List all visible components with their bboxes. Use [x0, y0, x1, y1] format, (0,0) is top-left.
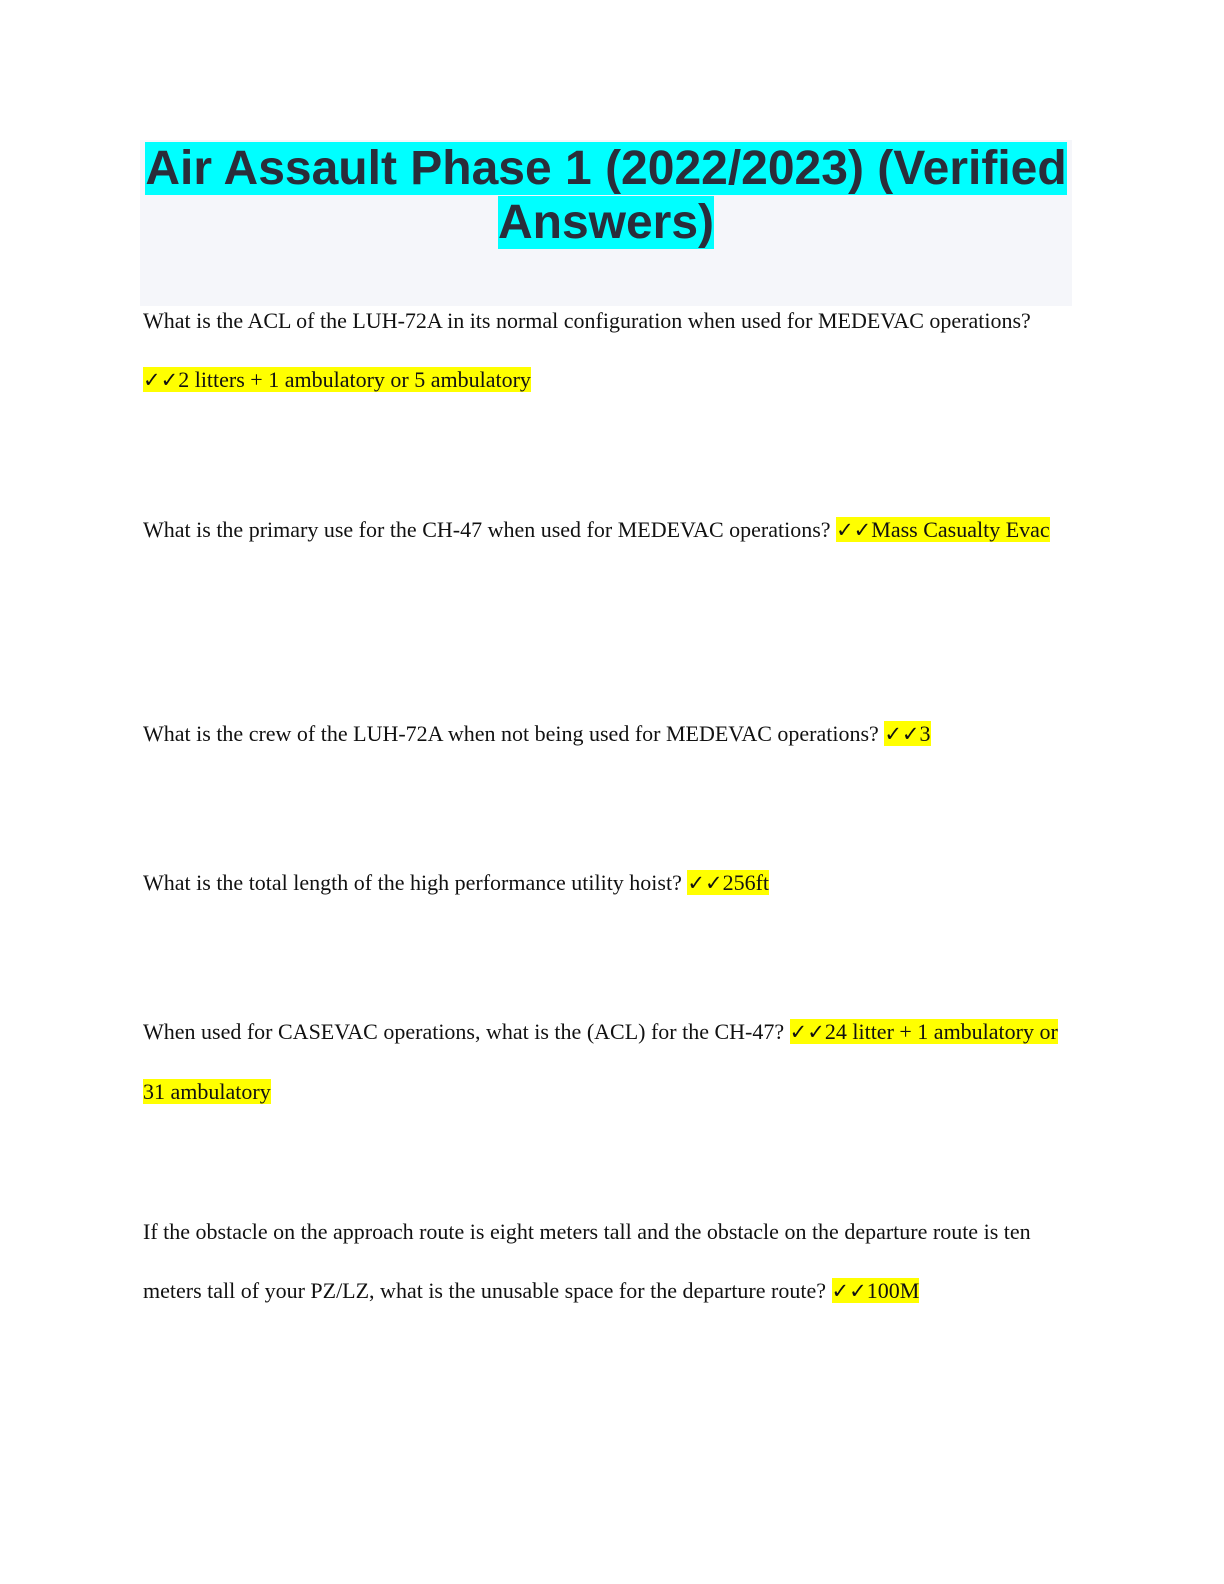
question-text: What is the total length of the high per…	[143, 870, 682, 895]
answer-text: Mass Casualty Evac	[871, 517, 1050, 542]
answer-text: 24 litter + 1 ambulatory or 31 ambulator…	[143, 1019, 1058, 1104]
answer-text: 100M	[866, 1278, 920, 1303]
check-mark-icon: ✓✓	[831, 1279, 867, 1303]
check-mark-icon: ✓✓	[789, 1020, 825, 1044]
document-title: Air Assault Phase 1 (2022/2023) (Verifie…	[140, 140, 1072, 250]
document-title-text: Air Assault Phase 1 (2022/2023) (Verifie…	[145, 142, 1067, 249]
question-text: What is the ACL of the LUH-72A in its no…	[143, 308, 1031, 333]
answer-text: 3	[919, 721, 931, 746]
qa-item: What is the total length of the high per…	[143, 853, 1078, 913]
check-mark-icon: ✓✓	[884, 722, 920, 746]
answer-highlight: ✓✓256ft	[687, 870, 770, 895]
answer-highlight: ✓✓2 litters + 1 ambulatory or 5 ambulato…	[143, 367, 531, 392]
check-mark-icon: ✓✓	[836, 518, 872, 542]
answer-highlight: ✓✓Mass Casualty Evac	[836, 517, 1050, 542]
question-text: What is the crew of the LUH-72A when not…	[143, 721, 879, 746]
answer-text: 2 litters + 1 ambulatory or 5 ambulatory	[178, 367, 531, 392]
qa-item: What is the crew of the LUH-72A when not…	[143, 704, 1078, 764]
question-text: If the obstacle on the approach route is…	[143, 1219, 1031, 1303]
question-text: When used for CASEVAC operations, what i…	[143, 1019, 785, 1044]
qa-item: What is the ACL of the LUH-72A in its no…	[143, 291, 1078, 410]
check-mark-icon: ✓✓	[143, 368, 179, 392]
qa-item: If the obstacle on the approach route is…	[143, 1202, 1078, 1321]
check-mark-icon: ✓✓	[687, 871, 723, 895]
question-text: What is the primary use for the CH-47 wh…	[143, 517, 831, 542]
answer-text: 256ft	[722, 870, 770, 895]
qa-item: What is the primary use for the CH-47 wh…	[143, 500, 1078, 560]
answer-highlight: ✓✓3	[884, 721, 931, 746]
title-box: Air Assault Phase 1 (2022/2023) (Verifie…	[140, 140, 1072, 306]
answer-highlight: ✓✓100M	[831, 1278, 920, 1303]
qa-item: When used for CASEVAC operations, what i…	[143, 1002, 1078, 1121]
